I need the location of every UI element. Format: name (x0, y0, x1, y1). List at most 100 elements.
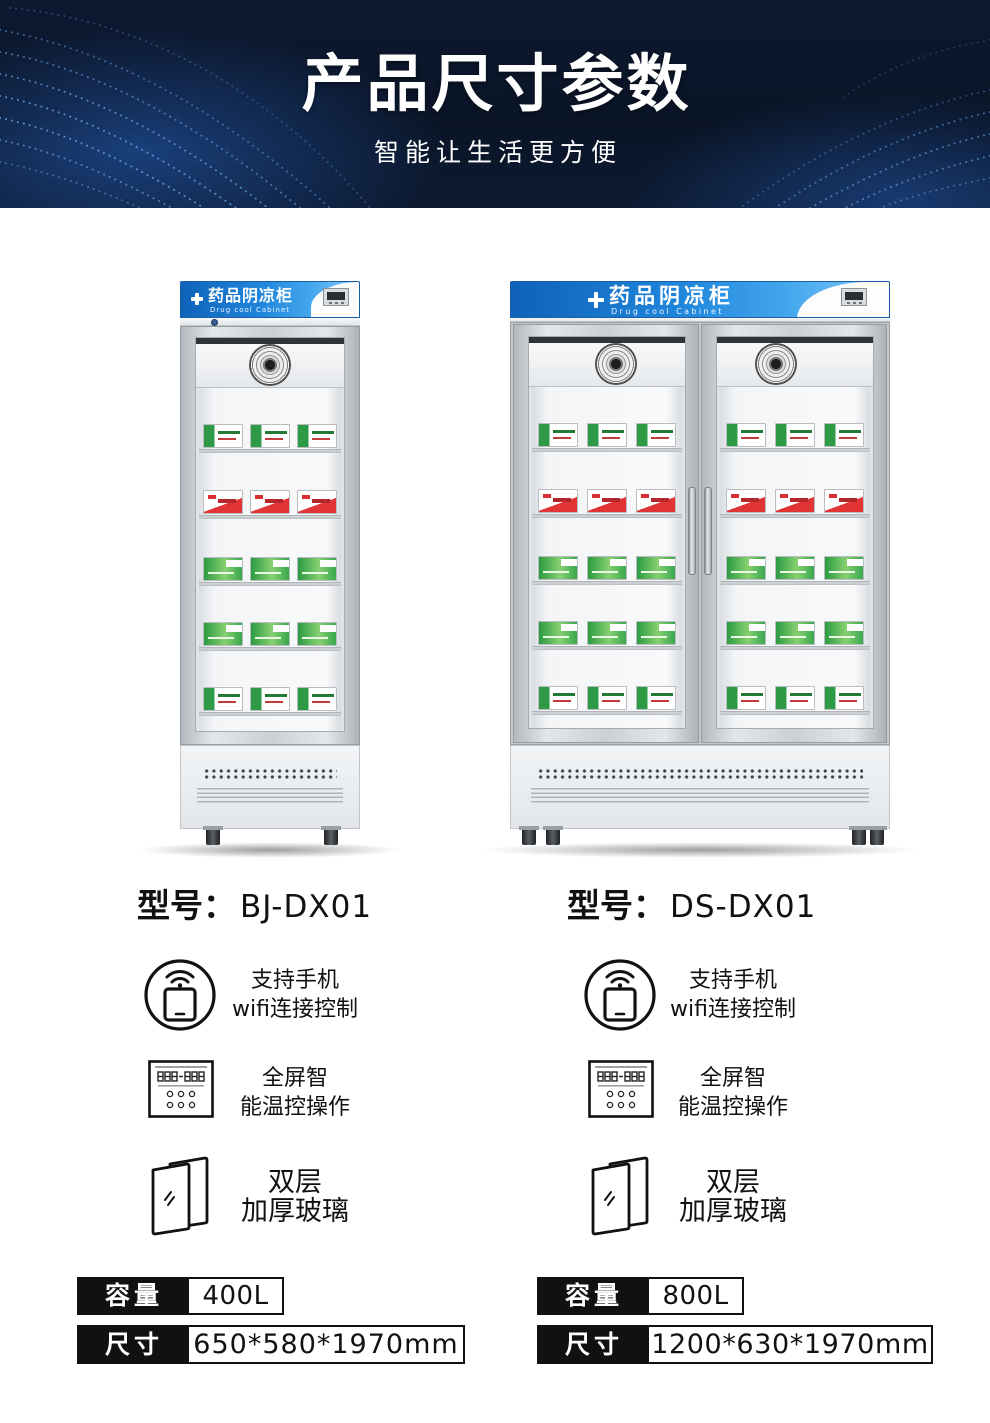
glass-glare (607, 1196, 615, 1206)
medical-cross-icon (190, 292, 204, 306)
medicine-box (726, 489, 766, 513)
model-label-left: 型号：BJ-DX01 (137, 884, 372, 928)
medicine-box (250, 622, 290, 646)
phone-shape (603, 987, 637, 1022)
cabinet-name-cn: 药品阴凉柜 (208, 286, 294, 305)
medicine-box (636, 489, 676, 513)
temperature-controller-icon (588, 1060, 654, 1118)
medicine-box (775, 423, 815, 447)
fan-icon (595, 343, 637, 385)
control-button (188, 1090, 196, 1098)
feature-glass-text: 双层 加厚玻璃 (633, 1168, 833, 1226)
medicine-box (824, 489, 864, 513)
medicine-box (250, 687, 290, 711)
medicine-box (775, 621, 815, 645)
cabinet-top-panel: 药品阴凉柜 Drug cool Cabinet (180, 281, 360, 318)
medicine-box (636, 686, 676, 710)
medicine-box (538, 556, 578, 580)
spec-value-size: 1200*630*1970mm (647, 1325, 933, 1364)
vent-holes (203, 768, 337, 780)
control-button (628, 1090, 636, 1098)
feature-line: 支持手机 (688, 968, 777, 993)
feature-line: 双层 (706, 1167, 760, 1198)
medicine-box (587, 621, 627, 645)
medicine-box (250, 490, 290, 514)
wifi-arc (605, 970, 635, 979)
display-button (341, 302, 344, 304)
phone-shape (163, 987, 197, 1022)
shelf (199, 647, 341, 651)
fan-icon (755, 343, 797, 385)
control-button (617, 1090, 625, 1098)
feature-line: 加厚玻璃 (679, 1196, 787, 1227)
shelf (199, 582, 341, 586)
single-door-cabinet-image: 药品阴凉柜 Drug cool Cabinet (138, 280, 402, 870)
control-button (166, 1101, 174, 1109)
segment-digits (597, 1071, 645, 1082)
shelf (532, 646, 682, 650)
control-button (606, 1101, 614, 1109)
shelf (720, 646, 870, 650)
particle-wave (0, 161, 141, 208)
particle-wave (809, 133, 990, 208)
feature-line: wifi连接控制 (232, 997, 358, 1022)
feature-line: 双层 (268, 1167, 322, 1198)
cabinet-top-panel: 药品阴凉柜 Drug cool Cabinet (510, 281, 890, 318)
wifi-dot (617, 983, 623, 988)
cabinet-name-cn: 药品阴凉柜 (609, 284, 734, 308)
cabinet-interior (528, 336, 686, 729)
control-button (606, 1090, 614, 1098)
particle-wave (839, 39, 990, 101)
medicine-box (775, 686, 815, 710)
icon-ring (144, 959, 216, 1031)
controller-header-line (595, 1066, 647, 1068)
medicine-box (775, 556, 815, 580)
controller-body (148, 1060, 214, 1118)
compressor-base (180, 745, 360, 829)
model-key: 型号： (567, 886, 666, 925)
cabinet-interior (195, 337, 345, 732)
page-subtitle: 智能让生活更方便 (373, 138, 622, 167)
medicine-box (824, 423, 864, 447)
medicine-box (297, 622, 337, 646)
controller-text-line (158, 1085, 204, 1087)
vent-holes (537, 768, 863, 780)
control-button (188, 1101, 196, 1109)
medicine-box (203, 687, 243, 711)
medicine-box (587, 423, 627, 447)
fan-housing (196, 338, 344, 388)
medicine-box (587, 489, 627, 513)
fan-housing (529, 337, 685, 387)
controller-buttons (166, 1090, 196, 1109)
vent-grille (197, 788, 343, 805)
control-button (177, 1101, 185, 1109)
particle-wave (0, 29, 331, 208)
door-handle-right (704, 487, 712, 575)
door-top-strip (180, 318, 360, 326)
caster-wheel (543, 826, 563, 845)
shelf (532, 711, 682, 715)
fan-housing (717, 337, 873, 387)
glass-glare (604, 1191, 612, 1201)
spec-value-capacity: 400L (187, 1277, 284, 1315)
temperature-display (841, 288, 867, 306)
cabinet-interior (716, 336, 874, 729)
display-button (335, 302, 338, 304)
wifi-arc (610, 977, 630, 984)
display-screen (845, 292, 863, 300)
particle-wave-background (0, 7, 990, 208)
medicine-box (726, 621, 766, 645)
spec-label-capacity: 容量 (77, 1277, 187, 1315)
particle-wave (0, 139, 173, 208)
caster-wheel (519, 826, 539, 845)
medicine-box (297, 557, 337, 581)
medicine-box (726, 423, 766, 447)
medicine-box (538, 423, 578, 447)
shelf (532, 514, 682, 518)
medical-cross-icon (587, 291, 605, 309)
glass-door-right (701, 324, 887, 743)
particle-wave (844, 155, 990, 208)
display-screen (327, 292, 345, 300)
medicine-box (297, 490, 337, 514)
caster-wheel (867, 826, 887, 845)
